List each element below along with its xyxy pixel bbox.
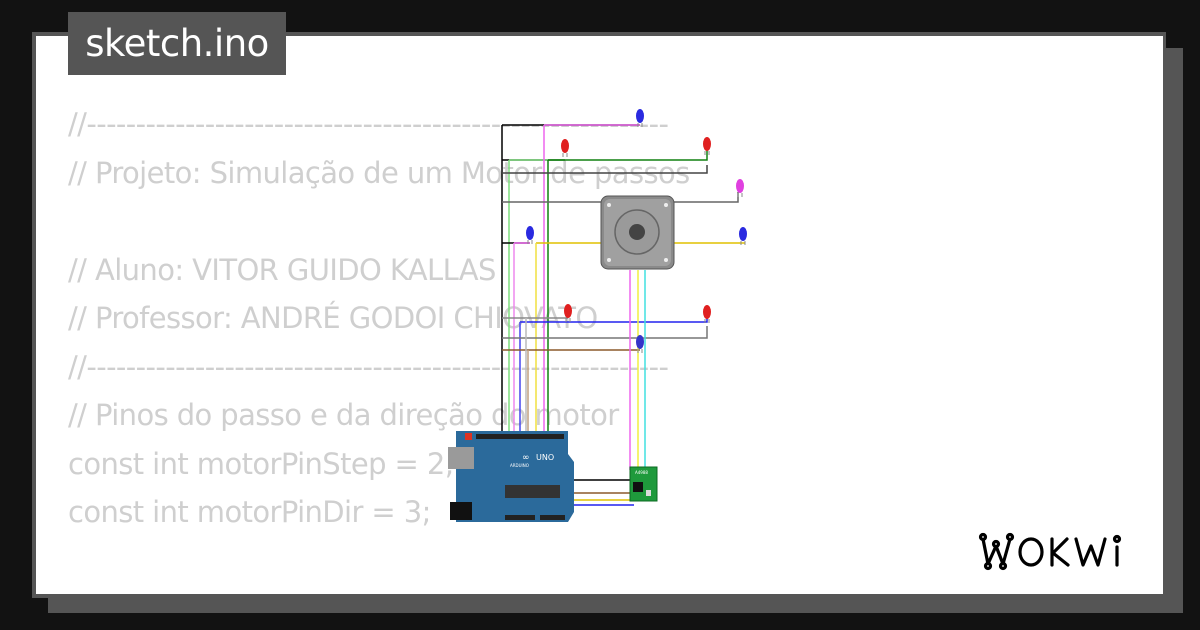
code-line: // Aluno: VITOR GUIDO KALLAS [68,252,496,287]
leds [526,109,747,353]
led-red-2[interactable] [703,137,711,155]
led-red-3[interactable] [564,304,572,322]
led-red-4[interactable] [703,305,711,323]
code-line: // Pinos do passo e da direção do motor [68,398,619,432]
led-blue-bottom[interactable] [636,335,644,353]
svg-text:UNO: UNO [536,453,554,462]
arduino-uno[interactable]: ∞ UNO ARDUINO [448,431,574,522]
file-title-tab: sketch.ino [68,12,286,75]
svg-text:A4988: A4988 [635,470,648,475]
led-blue-right[interactable] [739,227,747,245]
code-listing: //--------------------------------------… [68,100,690,594]
preview-canvas: //--------------------------------------… [36,36,1163,594]
code-line: // Configuração dos dados motor [68,585,690,594]
led-blue-top[interactable] [636,109,644,127]
led-red-1[interactable] [561,139,569,157]
code-line: //--------------------------------------… [68,107,669,141]
stepper-driver[interactable]: A4988 [629,466,658,502]
svg-text:∞: ∞ [522,453,530,463]
svg-text:ARDUINO: ARDUINO [510,463,529,468]
code-line: // Projeto: Simulação de um Motor de pas… [68,155,690,190]
code-line: //--------------------------------------… [68,349,669,384]
code-line: const int motorPinStep = 2; [68,446,455,481]
stepper-motor[interactable] [600,195,675,270]
code-line: const int motorPinDir = 3; [68,495,431,529]
led-magenta[interactable] [736,179,744,197]
wokwi-logo [978,532,1122,571]
led-blue-left[interactable] [526,226,534,244]
